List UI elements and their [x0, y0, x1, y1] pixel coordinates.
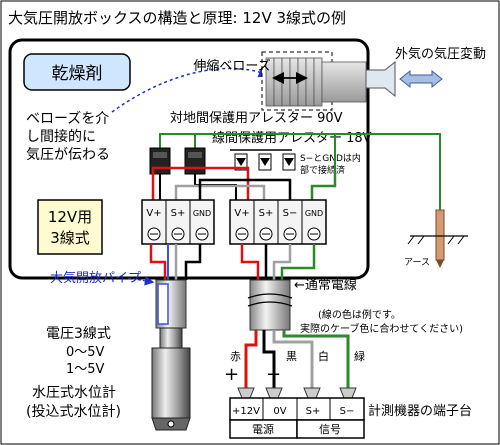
- line-arrester-1: [234, 153, 248, 171]
- pressure-sensor: [151, 327, 191, 431]
- pressure-transfer-arrow: [111, 66, 271, 113]
- cable-break-bottom: [247, 301, 293, 307]
- model-label-line1: 12V用: [48, 208, 92, 226]
- terminal-right-vplus: V+: [234, 208, 249, 219]
- bellows: [261, 51, 367, 111]
- green-wire-internal: [310, 170, 337, 200]
- device-white-wire: [272, 330, 314, 398]
- device-green-wire: [282, 330, 350, 398]
- terminal-left-vplus: V+: [146, 208, 161, 219]
- color-note-line1: (線の色は例です。: [318, 308, 401, 321]
- terminal-block-left: [141, 199, 215, 245]
- black-wire-internal: [198, 178, 292, 200]
- sensor-name-line1: 水圧式水位計: [32, 385, 116, 401]
- sensor-range-2: 1〜5V: [66, 362, 105, 377]
- wire-color-red: 赤: [230, 350, 241, 363]
- device-lugs: [237, 387, 357, 399]
- desiccant-pack: [23, 53, 131, 91]
- gnd-note-line1: S−とGNDは内: [300, 152, 361, 164]
- cable-break-top: [247, 293, 293, 299]
- terminal-block-label: 計測機器の端子台: [368, 403, 472, 419]
- gnd-note-line2: 部で接続済: [300, 164, 345, 176]
- arrester-ground-label: 対地間保護用アレスター 90V: [170, 110, 343, 126]
- earth-label: アース: [404, 258, 430, 268]
- device-group-signal: 信号: [319, 423, 341, 436]
- wire-color-green: 緑: [354, 349, 365, 363]
- terminal-right-splus: S+: [259, 208, 274, 219]
- line-arrester-2: [258, 153, 272, 171]
- vent-pipe-pointer: [127, 276, 155, 286]
- sensor-type-label: 電圧3線式: [46, 326, 111, 342]
- sensor-black-wire: [184, 244, 202, 280]
- polarity-plus: +: [224, 364, 239, 385]
- white-wire-internal: [174, 184, 266, 200]
- sensor-range-1: 0〜5V: [66, 345, 105, 360]
- cable-label: ←通常電線: [294, 277, 357, 293]
- device-terminal-sminus: S−: [340, 406, 355, 417]
- device-black-wire: [262, 330, 276, 398]
- cable-green-wire: [280, 244, 316, 280]
- signal-cable: [249, 279, 291, 331]
- polarity-minus: −: [266, 364, 281, 385]
- ground-arrester-2: [184, 147, 206, 175]
- arrester-line-label: 線間保護用アレスター 18V: [212, 130, 372, 146]
- vent-pipe-tube: [157, 283, 169, 325]
- terminal-left-gnd: GND: [193, 209, 211, 218]
- cable-red-wire: [240, 244, 260, 280]
- page-title: 大気圧開放ボックスの構造と原理: 12V 3線式の例: [8, 9, 346, 27]
- terminal-block-right: [229, 199, 327, 245]
- cable-white-wire: [272, 244, 292, 280]
- line-arrester-3: [282, 153, 296, 171]
- bellows-note-line2: し間接的に: [26, 128, 96, 145]
- sensor-red-wire: [149, 244, 167, 280]
- wire-color-white: 白: [318, 349, 329, 363]
- bellows-note-line3: 気圧が伝わる: [26, 147, 110, 163]
- wire-color-black: 黒: [286, 350, 297, 363]
- terminal-left-splus: S+: [171, 208, 186, 219]
- desiccant-label: 乾燥剤: [52, 64, 103, 84]
- red-wire-internal: [151, 166, 250, 200]
- device-red-wire: [244, 330, 258, 398]
- ground-wire-arrester: [159, 133, 441, 210]
- outside-pressure-arrow-icon: [399, 69, 443, 89]
- bellows-note-line1: ベローズを介: [26, 111, 109, 127]
- bellows-label: 伸縮ベローズ: [193, 58, 270, 74]
- outside-pressure-label: 外気の気圧変動: [395, 46, 486, 62]
- earth-rod: [407, 209, 468, 268]
- color-note-line2: 実際のケーブ色に合わせてください): [300, 322, 463, 335]
- device-terminal-splus: S+: [306, 406, 321, 417]
- model-label-line2: 3線式: [50, 229, 90, 247]
- terminal-right-gnd: GND: [305, 209, 323, 218]
- model-label-box: [37, 199, 103, 255]
- vent-nozzle: [365, 60, 396, 98]
- terminal-right-sminus: S−: [283, 208, 298, 219]
- device-terminal-12v: +12V: [232, 406, 260, 417]
- vent-pipe-label: 大気開放パイプ: [50, 270, 141, 286]
- sensor-name-line2: (投込式水位計): [26, 404, 121, 420]
- device-terminal-0v: 0V: [273, 406, 286, 417]
- device-terminal-block: [229, 397, 365, 439]
- device-group-power: 電源: [252, 422, 274, 436]
